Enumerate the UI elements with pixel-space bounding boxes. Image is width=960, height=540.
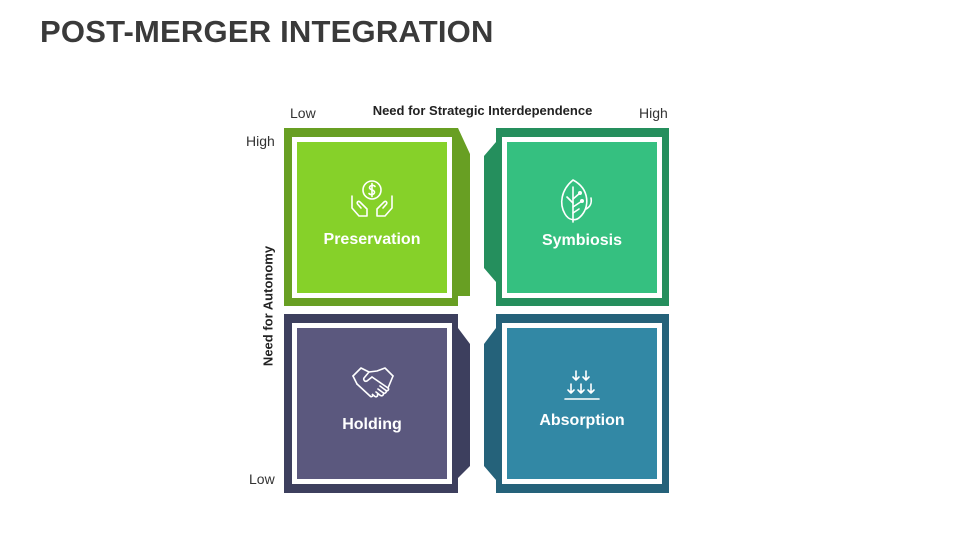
quadrant-preservation-label: Preservation [323, 231, 421, 248]
money-hands-icon [351, 180, 393, 217]
page-title: POST-MERGER INTEGRATION [40, 14, 494, 49]
quadrant-holding-label: Holding [342, 416, 402, 433]
x-axis-title: Need for Strategic Interdependence [372, 103, 593, 118]
quadrant-absorption-label: Absorption [539, 412, 625, 429]
quadrant-absorption-panel [507, 328, 657, 479]
y-axis-low-label: Low [249, 471, 275, 487]
quadrant-preservation-panel [297, 142, 447, 293]
leaf-icon [560, 179, 593, 223]
handshake-icon [352, 367, 394, 398]
x-axis-high-label: High [639, 105, 668, 121]
arrows-down-icon [564, 370, 600, 400]
quadrant-symbiosis-panel [507, 142, 657, 293]
quadrant-symbiosis-label: Symbiosis [541, 232, 623, 249]
y-axis-high-label: High [246, 133, 275, 149]
x-axis-low-label: Low [290, 105, 316, 121]
quadrant-holding-panel [297, 328, 447, 479]
